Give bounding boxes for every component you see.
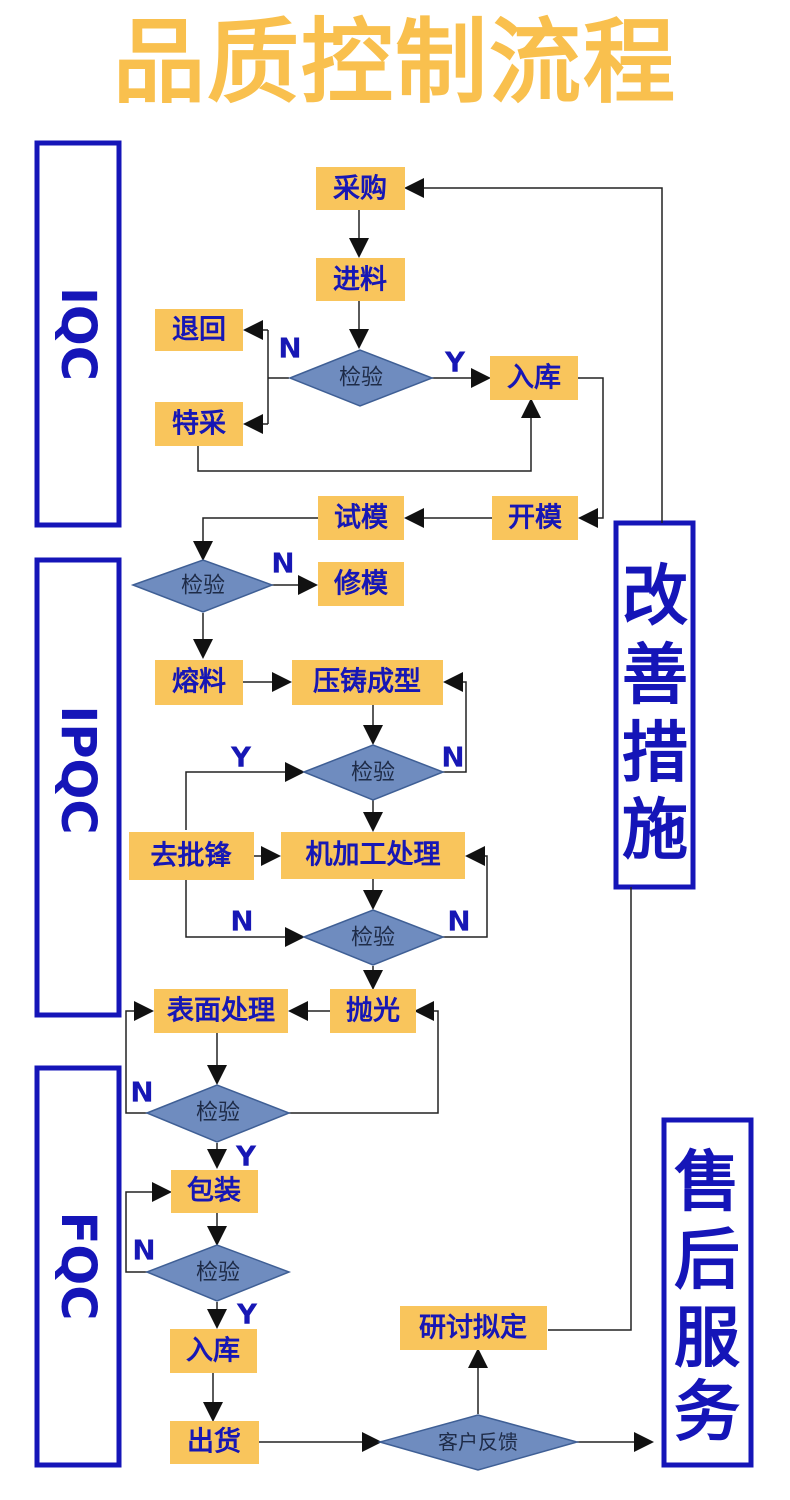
no-label: N <box>271 547 294 580</box>
node-polish: 抛光 <box>330 989 416 1033</box>
node-repair-mold: 修模 <box>318 562 404 606</box>
node-open-mold: 开模 <box>492 496 578 540</box>
node-open-mold-label: 开模 <box>508 503 562 534</box>
node-trial-mold-label: 试模 <box>334 503 388 534</box>
node-study-label: 研讨拟定 <box>419 1312 527 1344</box>
improvement-char: 善 <box>622 637 688 714</box>
after-sales-char: 后 <box>674 1222 740 1299</box>
edge-inspect5-polish <box>289 1001 439 1114</box>
improvement-char: 施 <box>622 792 688 869</box>
decision-inspect-label: 检验 <box>196 1261 240 1286</box>
node-purchase: 采购 <box>316 167 405 210</box>
edge-loop-to-inspect4 <box>185 880 305 947</box>
decision-inspect-label: 检验 <box>196 1101 240 1126</box>
node-incoming-label: 进料 <box>333 265 387 296</box>
section-fqc-label: FQC <box>50 1212 106 1321</box>
edge-storage-openmold <box>578 377 604 528</box>
no-label: N <box>441 741 464 774</box>
yes-label: Y <box>235 1140 257 1173</box>
node-melt-label: 熔料 <box>172 666 226 698</box>
node-surface-label: 表面处理 <box>167 996 275 1027</box>
decision-inspect-diecast: 检验 <box>301 744 446 801</box>
decision-inspect-surface: 检验 <box>145 1084 292 1143</box>
node-die-cast-label: 压铸成型 <box>313 667 421 698</box>
edge-loop-to-inspect3 <box>185 762 305 830</box>
edge-inspect5-retry <box>125 1001 154 1114</box>
edge-inspect6-retry <box>125 1182 172 1273</box>
node-trial-mold: 试模 <box>318 496 404 540</box>
after-sales-box: 售 后 服 务 <box>661 1117 754 1468</box>
no-label: N <box>278 332 301 365</box>
node-deburr-label: 去批锋 <box>151 841 233 872</box>
decision-inspect-packing: 检验 <box>144 1244 292 1302</box>
edge-inspect4-retry <box>443 846 488 938</box>
node-machining: 机加工处理 <box>281 832 465 879</box>
node-packing-label: 包装 <box>187 1175 241 1207</box>
no-label: N <box>132 1234 155 1267</box>
connectors <box>125 178 663 1452</box>
node-purchase-label: 采购 <box>333 174 387 205</box>
page-title: 品质控制流程 <box>112 9 677 116</box>
improvement-box: 改 善 措 施 <box>613 520 696 890</box>
edge-special-storage <box>197 398 541 472</box>
after-sales-char: 务 <box>674 1374 740 1451</box>
yes-label: Y <box>444 346 466 379</box>
node-return: 退回 <box>155 309 243 351</box>
after-sales-char: 服 <box>674 1300 740 1377</box>
node-shipping: 出货 <box>170 1421 259 1464</box>
section-iqc: IQC <box>34 140 122 528</box>
decision-inspect-iqc: 检验 <box>287 349 435 407</box>
decision-inspect-label: 检验 <box>351 926 395 951</box>
node-repair-mold-label: 修模 <box>333 569 388 600</box>
node-machining-label: 机加工处理 <box>306 840 441 871</box>
decision-inspect-label: 检验 <box>339 366 383 391</box>
node-storage-label: 入库 <box>507 363 561 394</box>
section-fqc: FQC <box>34 1065 122 1468</box>
no-label: N <box>230 905 253 938</box>
node-polish-label: 抛光 <box>346 996 400 1027</box>
node-melt: 熔料 <box>155 660 243 705</box>
decision-inspect-label: 检验 <box>181 574 225 599</box>
yes-label: Y <box>236 1298 258 1331</box>
improvement-char: 改 <box>622 558 688 635</box>
improvement-char: 措 <box>622 715 688 792</box>
yes-label: Y <box>230 741 252 774</box>
no-label: N <box>447 905 470 938</box>
edge-improvement-purchase <box>404 178 663 523</box>
node-study: 研讨拟定 <box>400 1306 547 1350</box>
decision-customer-feedback: 客户反馈 <box>377 1414 580 1471</box>
section-ipqc: IPQC <box>34 557 122 1018</box>
node-deburr: 去批锋 <box>129 832 254 880</box>
node-return-label: 退回 <box>172 315 226 346</box>
edge-trial-inspect2 <box>193 517 318 561</box>
decision-inspect-machining: 检验 <box>301 909 446 966</box>
node-storage: 入库 <box>490 356 578 400</box>
node-special: 特采 <box>155 402 243 446</box>
decision-inspect-label: 检验 <box>351 761 395 786</box>
node-storage2-label: 入库 <box>186 1336 240 1367</box>
node-shipping-label: 出货 <box>187 1426 241 1458</box>
section-iqc-label: IQC <box>50 287 106 381</box>
no-label: N <box>130 1076 153 1109</box>
node-special-label: 特采 <box>172 409 226 440</box>
node-packing: 包装 <box>171 1170 258 1213</box>
node-die-cast: 压铸成型 <box>292 660 443 705</box>
after-sales-char: 售 <box>674 1144 740 1221</box>
node-surface: 表面处理 <box>154 989 288 1033</box>
node-incoming: 进料 <box>316 258 405 301</box>
node-storage2: 入库 <box>170 1329 257 1373</box>
edge-study-improvement <box>548 887 632 1331</box>
branch-labels: N Y N Y N N N N Y N Y <box>130 332 470 1331</box>
edge-inspect3-retry <box>443 672 467 773</box>
decision-feedback-label: 客户反馈 <box>438 1430 518 1454</box>
section-ipqc-label: IPQC <box>50 705 106 834</box>
decision-inspect-mold: 检验 <box>130 559 275 613</box>
